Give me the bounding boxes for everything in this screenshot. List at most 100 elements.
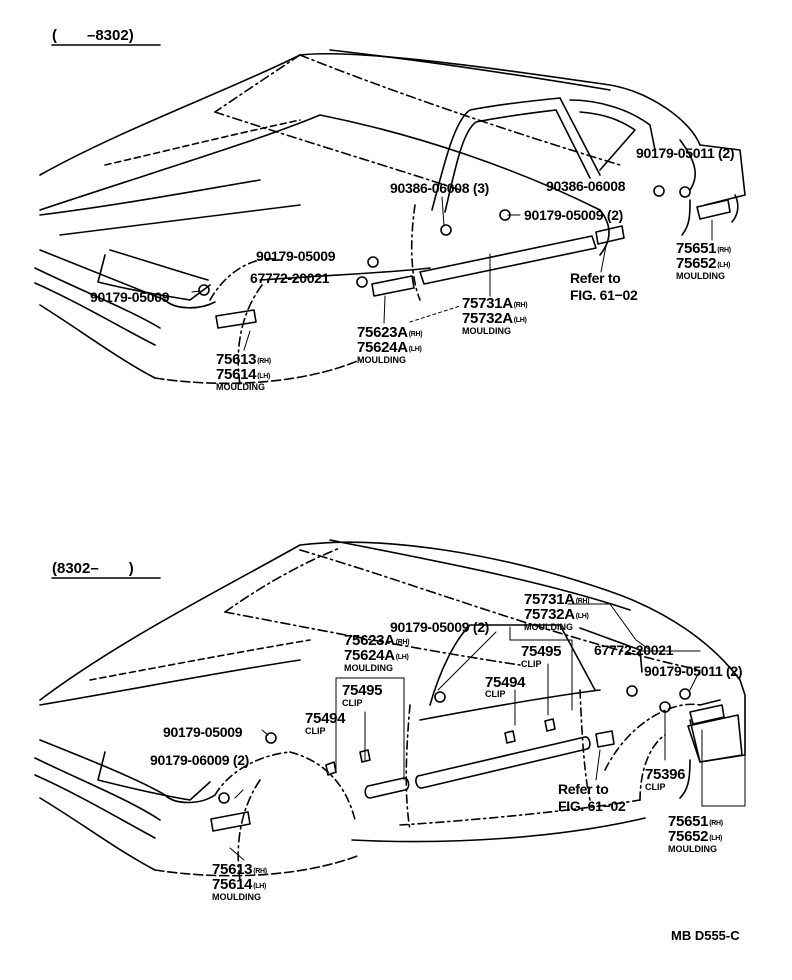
part-number: 75623A: [344, 632, 395, 649]
label-90179-06009-bottom: 90179-06009 (2): [150, 753, 249, 767]
label-75494-left: 75494: [305, 710, 346, 727]
part-number: 75651: [676, 240, 717, 257]
bottom-car-outline: [34, 539, 746, 881]
label-90179-05011-top: 90179-05011 (2): [636, 145, 735, 161]
refer-line-2-top: FIG. 61−02: [570, 287, 638, 303]
label-75624A-top: 75624A(LH): [357, 340, 422, 355]
part-number: 90179-05011: [644, 663, 723, 679]
label-75731A-bottom: 75731A(RH): [524, 591, 590, 608]
label-90179-05011-bottom: 90179-05011 (2): [644, 663, 743, 679]
label-75652-top: 75652(LH): [676, 256, 730, 271]
side-lh: (LH): [395, 654, 409, 661]
side-rh: (RH): [709, 820, 723, 827]
label-75623A-top: 75623A(RH): [357, 324, 423, 341]
label-67772-20021-top: 67772-20021: [250, 270, 330, 286]
label-75613-bottom: 75613(RH): [212, 862, 267, 877]
side-rh: (RH): [513, 302, 528, 309]
side-rh: (RH): [395, 639, 410, 646]
side-lh: (LH): [253, 883, 267, 890]
caption-fender-moulding-top: MOULDING: [357, 355, 406, 365]
label-75732A-bottom: 75732A(LH): [524, 607, 589, 622]
top-mouldings: [215, 199, 731, 329]
bottom-fasteners: [218, 685, 691, 804]
caption-rear-moulding-bottom: MOULDING: [668, 844, 717, 854]
part-number: 75614: [216, 366, 257, 383]
part-number: 75652: [668, 828, 709, 845]
refer-line-1-bottom: Refer to: [558, 781, 609, 797]
caption-door-moulding-bottom: MOULDING: [524, 622, 573, 632]
bottom-leaders: [229, 603, 746, 861]
header-top-range: ( –8302): [52, 27, 134, 44]
side-rh: (RH): [253, 868, 267, 875]
caption-front-moulding-bottom: MOULDING: [212, 892, 261, 902]
diagram-code: MB D555-C: [671, 928, 740, 943]
caption-front-moulding-top: MOULDING: [216, 382, 265, 392]
part-number: 75732A: [462, 310, 513, 327]
part-number: 90179-05011: [636, 145, 715, 161]
refer-line-2-bottom: FIG. 61−02: [558, 798, 626, 814]
part-number: 75613: [212, 861, 253, 878]
part-number: 75731A: [524, 591, 575, 608]
label-75495-right: 75495: [521, 643, 562, 660]
part-number: 75613: [216, 351, 257, 368]
quantity: (2): [718, 145, 735, 161]
label-75494-right: 75494: [485, 674, 526, 691]
label-75624A-bottom: 75624A(LH): [344, 648, 409, 663]
caption-clip-75494-right: CLIP: [485, 689, 506, 699]
part-number: 75624A: [357, 339, 408, 356]
label-90179-05009-front: 90179-05009: [90, 289, 170, 305]
part-number: 75732A: [524, 606, 575, 623]
side-lh: (LH): [408, 346, 422, 353]
quantity: (3): [472, 180, 490, 196]
top-fasteners: [198, 185, 691, 296]
label-75613-top: 75613(RH): [216, 352, 271, 367]
label-75614-top: 75614(LH): [216, 367, 270, 382]
quantity: (2): [232, 752, 250, 768]
part-number: 75624A: [344, 647, 395, 664]
part-number: 90386-06008: [390, 180, 470, 196]
part-number: 90179-06009: [150, 752, 230, 768]
caption-clip-75495-right: CLIP: [521, 659, 542, 669]
caption-rear-moulding-top: MOULDING: [676, 271, 725, 281]
caption-clip-75495-left: CLIP: [342, 698, 363, 708]
label-90179-05009-fender: 90179-05009: [256, 248, 336, 264]
top-leaders: [191, 196, 713, 351]
header-bottom-range: (8302– ): [52, 560, 134, 577]
label-75614-bottom: 75614(LH): [212, 877, 266, 892]
side-lh: (LH): [257, 373, 271, 380]
label-67772-20021-bottom: 67772-20021: [594, 642, 674, 658]
side-lh: (LH): [575, 613, 589, 620]
refer-line-1-top: Refer to: [570, 270, 621, 286]
part-number: 90179-05009: [390, 619, 470, 635]
label-90179-05009-bottom: 90179-05009 (2): [390, 620, 489, 634]
caption-clip-75396: CLIP: [645, 782, 666, 792]
caption-door-moulding-top: MOULDING: [462, 326, 511, 336]
label-90386-06008-right: 90386-06008: [546, 178, 626, 194]
label-75396: 75396: [645, 766, 686, 783]
quantity: (2): [606, 207, 624, 223]
label-75651-bottom: 75651(RH): [668, 814, 723, 829]
part-number: 75623A: [357, 324, 408, 341]
side-rh: (RH): [575, 598, 590, 605]
part-number: 90179-05009: [524, 207, 604, 223]
label-75652-bottom: 75652(LH): [668, 829, 722, 844]
part-number: 75652: [676, 255, 717, 272]
label-90179-05009-door: 90179-05009 (2): [524, 208, 623, 222]
label-75623A-bottom: 75623A(RH): [344, 632, 410, 649]
side-lh: (LH): [513, 317, 527, 324]
caption-clip-75494-left: CLIP: [305, 726, 326, 736]
label-90179-05009-front-bottom: 90179-05009: [163, 724, 243, 740]
side-lh: (LH): [717, 262, 731, 269]
side-rh: (RH): [257, 358, 271, 365]
bottom-mouldings: [210, 704, 743, 832]
caption-fender-moulding-bottom: MOULDING: [344, 663, 393, 673]
label-75732A-top: 75732A(LH): [462, 311, 527, 326]
quantity: (2): [726, 663, 743, 679]
top-car-outline: [34, 49, 746, 386]
side-lh: (LH): [709, 835, 723, 842]
part-number: 75651: [668, 813, 709, 830]
label-75495-left: 75495: [342, 682, 383, 699]
label-75651-top: 75651(RH): [676, 241, 731, 256]
